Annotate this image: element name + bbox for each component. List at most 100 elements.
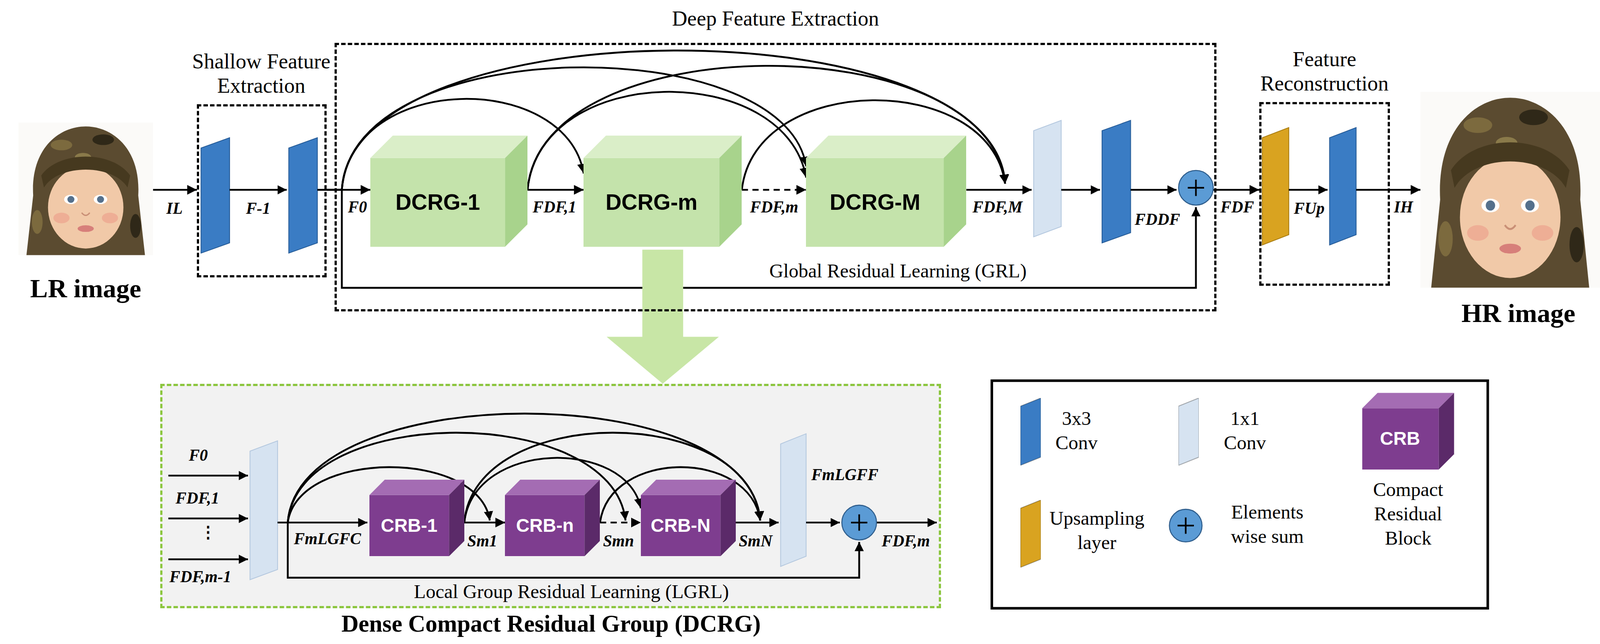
image-panel: HR image [1420, 91, 1600, 288]
region-heading: Deep Feature Extraction [671, 6, 879, 31]
dashed-frame [196, 104, 327, 278]
cube-front [370, 158, 505, 247]
cube-front [640, 494, 721, 557]
conv3x3-layer [1329, 127, 1356, 245]
conv1x1-layer [1033, 120, 1062, 237]
legend-text: Upsampling layer [1046, 505, 1149, 555]
sum-node [841, 504, 877, 540]
legend-swatch [1020, 397, 1041, 466]
connector-arrow [741, 188, 807, 191]
arrow [805, 521, 840, 524]
cube-top [640, 479, 736, 495]
signal-label: F0 [188, 445, 208, 465]
signal-label: F-1 [245, 199, 271, 219]
legend-swatch-frame [1020, 499, 1041, 568]
arrow [735, 521, 779, 524]
cube-top [370, 135, 528, 159]
arrow [168, 517, 248, 520]
arrow [168, 557, 248, 560]
arrow [966, 188, 1032, 191]
crb-sample [1362, 407, 1439, 470]
cube-top [805, 135, 967, 159]
legend-text: Compact Residual Block [1351, 477, 1465, 550]
connector-arrow [527, 188, 584, 191]
expand-arrow [606, 249, 719, 384]
signal-label: Smn [602, 531, 634, 551]
signal-label: FDF,M [972, 197, 1023, 217]
block-cube: DCRG-1 [370, 135, 528, 247]
signal-label: FDF,m [749, 197, 799, 217]
wire [1355, 188, 1390, 191]
conv3x3-layer [200, 137, 230, 253]
dashed-region: Dense Compact Residual Group (DCRG)CRB-1… [160, 383, 942, 608]
connector-arrow [464, 521, 505, 524]
cube-top [504, 479, 600, 495]
cube-side [719, 135, 742, 247]
legend-text: 1x1 Conv [1214, 406, 1276, 455]
connector-arrow [599, 521, 641, 524]
block-label: DCRG-m [583, 158, 720, 247]
cube-front [805, 158, 944, 247]
signal-label: FDF,m [881, 531, 930, 551]
arrow [277, 521, 368, 524]
plus-sign [850, 514, 868, 531]
cube-front [504, 494, 585, 557]
ellipsis-mark: ⋮ [199, 522, 217, 542]
signal-label: IL [166, 199, 183, 219]
block-label: DCRG-M [805, 158, 944, 247]
block-cube: CRB-n [504, 479, 600, 556]
cube-side [504, 135, 528, 247]
plus-sign [1177, 516, 1194, 534]
arrow [229, 188, 287, 191]
cube-side [584, 479, 601, 556]
signal-label: SmN [738, 531, 773, 551]
conv3x3-layer [288, 137, 318, 253]
cube-front [369, 494, 449, 557]
connector-arrow [1389, 188, 1421, 191]
signal-label: FDF,1 [532, 197, 577, 217]
block-cube: DCRG-m [583, 135, 742, 247]
image-panel: LR image [18, 122, 154, 255]
signal-label: F0 [347, 197, 367, 217]
block-label: CRB-1 [369, 494, 449, 557]
signal-label: Sm1 [467, 531, 498, 551]
signal-label: FmLGFC [293, 529, 362, 549]
cube-side [943, 135, 967, 247]
residual-label: Local Group Residual Learning (LGRL) [414, 580, 730, 603]
connector-arrow [1216, 188, 1260, 191]
crb-sample [1438, 392, 1455, 470]
signal-label: IH [1393, 197, 1413, 217]
block-cube: CRB-1 [369, 479, 465, 556]
crb-sample [1362, 392, 1454, 409]
dashed-region: Shallow Feature Extraction [196, 104, 327, 278]
group-ground [160, 383, 942, 608]
region-heading: Shallow Feature Extraction [179, 48, 343, 98]
lr-photo [18, 122, 154, 255]
image-caption: LR image [30, 273, 142, 304]
legend-swatch-frame [1020, 397, 1041, 466]
conv1x1-layer [780, 433, 807, 566]
signal-label: FDF,1 [175, 488, 220, 508]
arrow [1130, 188, 1177, 191]
conv3x3-layer [1102, 120, 1131, 243]
residual-label: Global Residual Learning (GRL) [769, 259, 1027, 283]
region-heading: Dense Compact Residual Group (DCRG) [341, 610, 761, 637]
block-cube: DCRG-M [805, 135, 967, 247]
region-heading: Feature Reconstruction [1247, 46, 1401, 96]
upsampling-layer [1262, 127, 1289, 245]
arrow [168, 474, 248, 477]
arrow [1061, 188, 1100, 191]
plus-sign [1187, 179, 1205, 196]
legend-text: Elements wise sum [1216, 499, 1319, 549]
sum-node [1178, 170, 1214, 206]
legend-text: 3x3 Conv [1046, 406, 1108, 455]
arrow [1288, 188, 1328, 191]
block-label: CRB-N [640, 494, 721, 557]
legend-sample-label: CRB [1379, 427, 1420, 449]
signal-label: FmLGFF [811, 465, 879, 485]
hr-photo [1420, 91, 1600, 288]
sum-symbol [1169, 508, 1202, 542]
signal-label: FDF,m-1 [169, 567, 232, 587]
dashed-region: Feature Reconstruction [1259, 101, 1390, 286]
